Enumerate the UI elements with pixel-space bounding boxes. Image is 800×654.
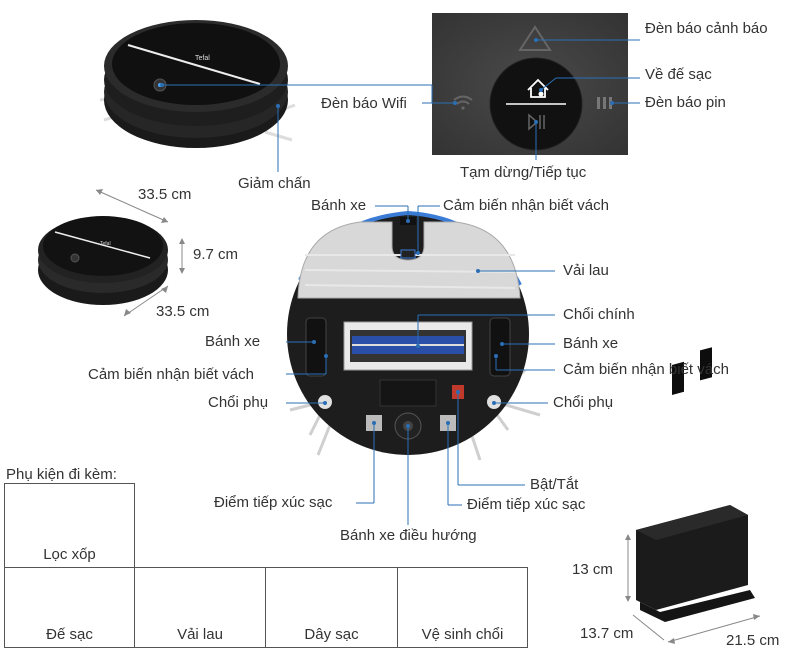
robot-top-view: Tefal: [99, 20, 296, 148]
accessory-label: Dây sạc: [304, 626, 359, 643]
wifi-icon: [453, 95, 473, 105]
accessory-label: Vệ sinh chổi: [421, 626, 504, 643]
label-mop-cloth: Vải lau: [563, 262, 609, 279]
control-panel: [432, 13, 628, 155]
label-battery-light: Đèn báo pin: [645, 94, 726, 111]
label-wifi-light: Đèn báo Wifi: [321, 95, 407, 112]
label-wheel-top: Bánh xe: [311, 197, 367, 214]
accessory-dock: Đế sạc: [4, 567, 135, 648]
label-pause-resume: Tạm dừng/Tiếp tục: [460, 164, 587, 181]
robot-bottom-view: [287, 210, 541, 461]
label-side-brush-right: Chổi phụ: [553, 394, 614, 411]
label-cliff-sensor-right: Cảm biến nhận biết vách: [563, 361, 729, 378]
label-bumper: Giảm chấn: [238, 175, 311, 192]
accessory-mop: Vải lau: [134, 567, 266, 648]
dim-robot-height: 9.7 cm: [193, 246, 239, 263]
accessories-title: Phụ kiện đi kèm:: [6, 466, 117, 483]
accessory-label: Lọc xốp: [43, 546, 96, 563]
accessory-brush-cleaner: Vệ sinh chổi: [397, 567, 528, 648]
callout-lines: [160, 38, 640, 525]
robot-dimension-view: Tefal: [38, 189, 185, 317]
dim-dock-width: 21.5 cm: [726, 632, 780, 649]
label-wheel-right: Bánh xe: [563, 335, 619, 352]
label-cliff-sensor-top: Cảm biến nhận biết vách: [443, 197, 609, 214]
label-side-brush-left: Chổi phụ: [208, 394, 269, 411]
play-pause-icon: [528, 113, 539, 131]
label-charge-contact-left: Điểm tiếp xúc sạc: [214, 494, 333, 511]
label-return-dock: Về đế sạc: [645, 66, 712, 83]
accessory-cable: Dây sạc: [265, 567, 398, 648]
label-steering-wheel: Bánh xe điều hướng: [340, 527, 477, 544]
label-power-switch: Bật/Tắt: [530, 476, 579, 493]
accessory-label: Vải lau: [177, 626, 223, 643]
label-charge-contact-right: Điểm tiếp xúc sạc: [467, 496, 586, 513]
label-main-brush: Chổi chính: [563, 306, 635, 323]
dim-dock-depth: 13.7 cm: [580, 625, 634, 642]
brand-logo: Tefal: [195, 55, 210, 62]
label-cliff-sensor-left: Cảm biến nhận biết vách: [88, 366, 254, 383]
warning-icon: [518, 25, 552, 51]
dim-robot-width: 33.5 cm: [138, 186, 192, 203]
accessory-foam-filter: Lọc xốp: [4, 483, 135, 568]
dim-dock-height: 13 cm: [572, 561, 613, 578]
accessory-label: Đế sạc: [46, 626, 93, 643]
dim-robot-depth: 33.5 cm: [156, 303, 210, 320]
svg-text:Tefal: Tefal: [100, 241, 111, 247]
label-warning-light: Đèn báo cảnh báo: [645, 20, 768, 37]
dock-dimension-view: [625, 347, 761, 644]
label-wheel-left: Bánh xe: [205, 333, 261, 350]
